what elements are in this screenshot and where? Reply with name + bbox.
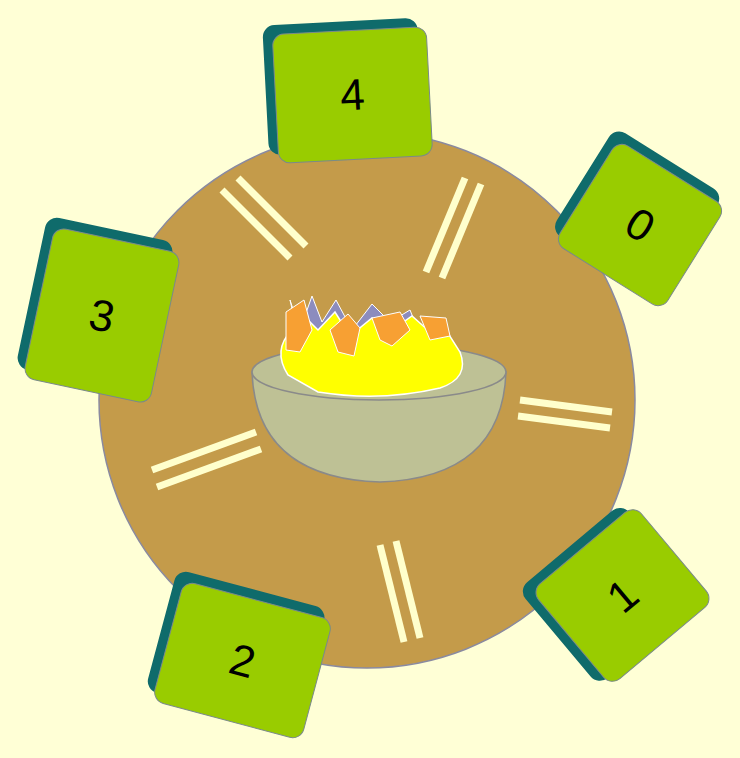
seat-number: 0 <box>618 200 662 250</box>
seat-number: 3 <box>85 291 118 339</box>
chair: 4 <box>271 26 433 164</box>
seat-number: 4 <box>339 72 366 117</box>
chopsticks <box>152 178 612 642</box>
seat-number: 1 <box>598 570 645 619</box>
seat-number: 2 <box>224 636 259 685</box>
bowl-of-food <box>252 296 506 482</box>
